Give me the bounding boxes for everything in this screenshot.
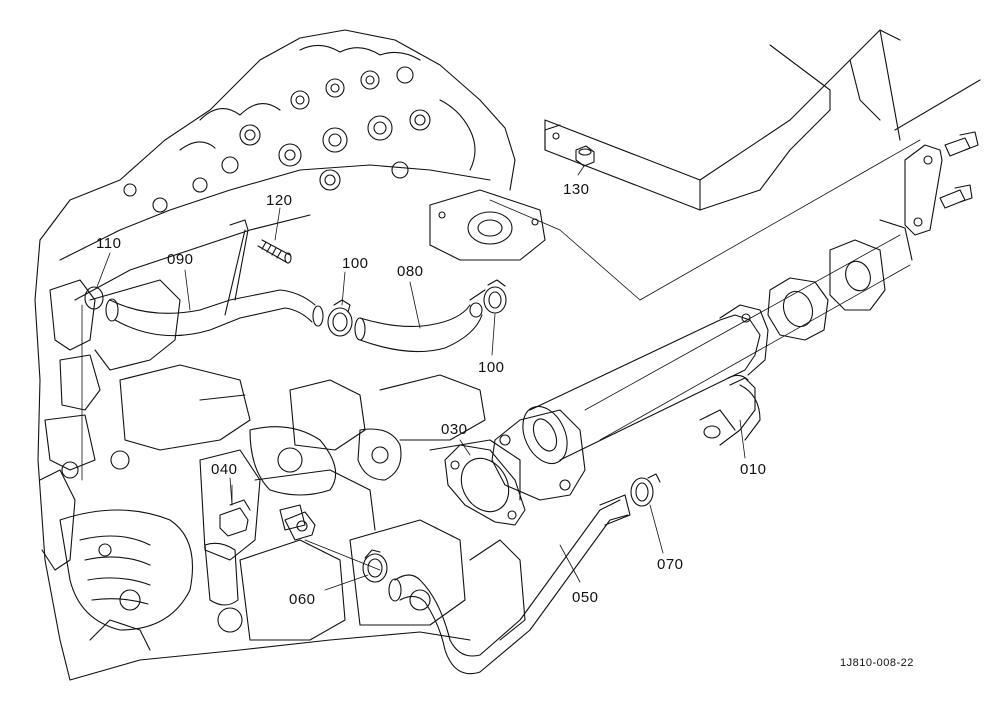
callout-010: 010: [740, 461, 767, 478]
part-110-oring: [84, 286, 104, 310]
callout-060: 060: [289, 591, 316, 608]
part-130-nut: [575, 145, 595, 167]
part-060-clamp: [362, 549, 388, 583]
part-070-clamp: [630, 473, 661, 507]
callout-050: 050: [572, 589, 599, 606]
part-050-pipe: [388, 494, 631, 675]
callout-120: 120: [266, 192, 293, 209]
callout-070: 070: [657, 556, 684, 573]
part-010-egr-cooler: [491, 234, 911, 501]
part-100-clamp-left: [327, 299, 353, 337]
callout-110: 110: [96, 235, 122, 252]
part-040-plug: [219, 484, 381, 571]
part-080-hose: [354, 289, 486, 353]
part-090-hose: [105, 219, 324, 337]
part-100-clamp-right: [483, 279, 507, 314]
figure-code: 1J810-008-22: [840, 657, 914, 669]
head-ports: [123, 66, 431, 213]
heat-shield: [489, 29, 981, 301]
part-030-gasket: [444, 444, 526, 526]
callout-100-left: 100: [342, 255, 369, 272]
callout-100-right: 100: [478, 359, 505, 376]
callout-090: 090: [167, 251, 194, 268]
callout-130: 130: [563, 181, 590, 198]
callout-080: 080: [397, 263, 424, 280]
callout-040: 040: [211, 461, 238, 478]
egr-valve-mount: [429, 189, 546, 261]
cooler-gaskets: [767, 219, 913, 341]
callout-030: 030: [441, 421, 468, 438]
cooler-bracket: [904, 131, 979, 236]
part-120-stud: [257, 239, 292, 264]
engine-block: [34, 29, 526, 681]
leader-lines: [96, 165, 746, 591]
